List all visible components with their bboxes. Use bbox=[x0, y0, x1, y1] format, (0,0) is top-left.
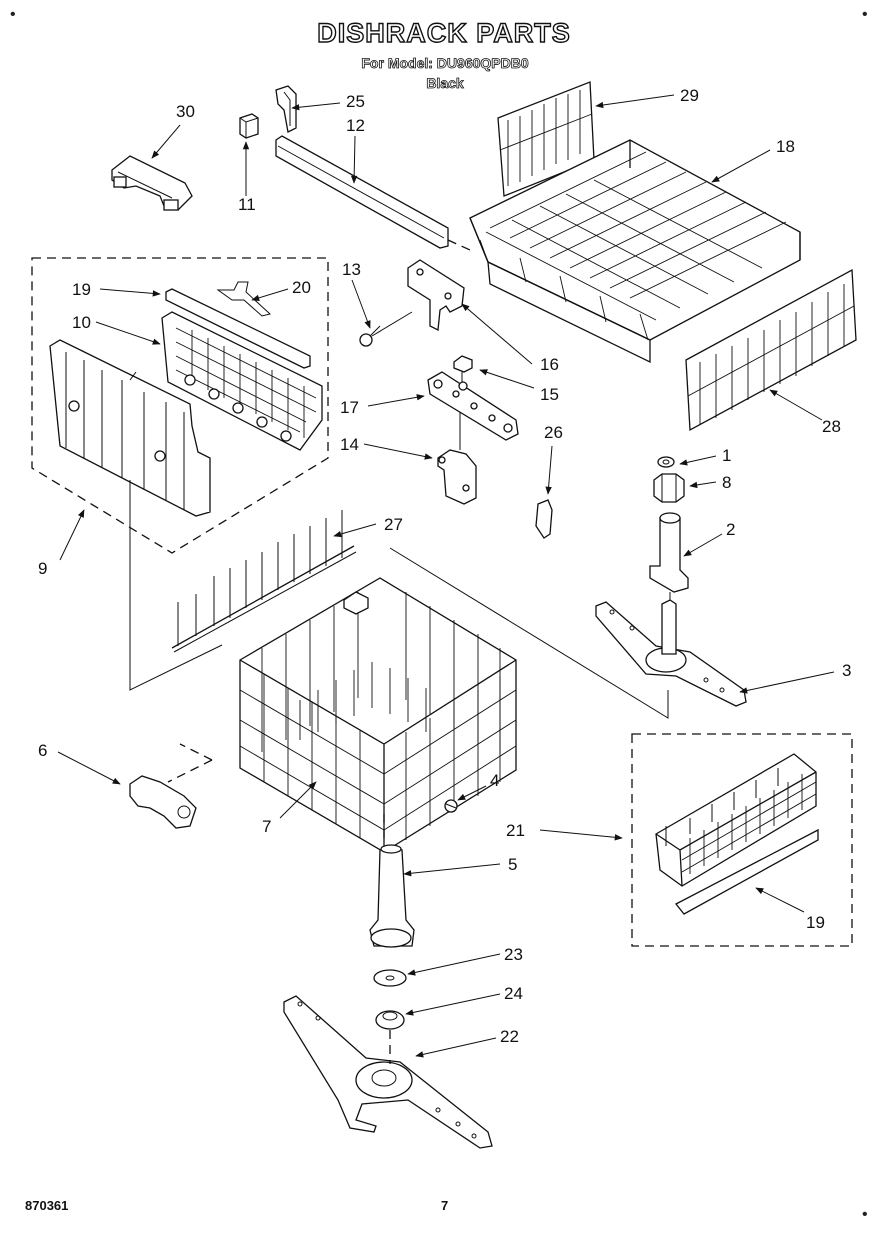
callout-6: 6 bbox=[38, 741, 47, 760]
corner-mark-top-left: • bbox=[10, 6, 16, 23]
callout-2: 2 bbox=[726, 520, 735, 539]
part-1-washer bbox=[657, 456, 675, 468]
callout-24: 24 bbox=[504, 984, 523, 1003]
document-number: 870361 bbox=[25, 1198, 69, 1213]
part-24-bearing bbox=[375, 1010, 405, 1030]
corner-mark-top-right: • bbox=[862, 6, 868, 23]
guide-line-9 bbox=[129, 480, 223, 691]
callout-27: 27 bbox=[384, 515, 403, 534]
part-19-strip-upper bbox=[165, 288, 311, 369]
part-27-tine-row bbox=[171, 510, 357, 653]
callout-16: 16 bbox=[540, 355, 559, 374]
callout-29: 29 bbox=[680, 86, 699, 105]
part-18-upper-rack bbox=[469, 139, 801, 364]
part-28-tines bbox=[685, 268, 857, 432]
part-10-grid-panel bbox=[161, 311, 323, 451]
part-26-clip bbox=[535, 499, 553, 539]
part-30-rack-stop bbox=[111, 155, 193, 211]
part-3-middle-spray-arm bbox=[595, 599, 747, 707]
callout-25: 25 bbox=[346, 92, 365, 111]
part-22-lower-spray-arm bbox=[283, 995, 493, 1149]
part-23-washer bbox=[373, 969, 407, 987]
callout-22: 22 bbox=[500, 1027, 519, 1046]
part-2-tube bbox=[649, 512, 689, 610]
callout-17: 17 bbox=[340, 398, 359, 417]
callout-15: 15 bbox=[540, 385, 559, 404]
part-19-strip-lower bbox=[674, 828, 819, 915]
part-8-nut bbox=[653, 473, 685, 503]
part-25-clip bbox=[275, 85, 297, 133]
part-13-screw bbox=[359, 311, 413, 347]
callout-28: 28 bbox=[822, 417, 841, 436]
page-title: DISHRACK PARTS bbox=[317, 17, 571, 48]
part-17-manifold bbox=[427, 371, 519, 441]
corner-mark-bottom-right: • bbox=[862, 1206, 868, 1223]
callout-20: 20 bbox=[292, 278, 311, 297]
group-box-21 bbox=[631, 733, 853, 947]
page-number: 7 bbox=[441, 1198, 449, 1213]
part-14-fitting bbox=[437, 412, 477, 505]
guide-line-6 bbox=[167, 743, 213, 783]
part-15-valve bbox=[453, 355, 473, 391]
callout-14: 14 bbox=[340, 435, 359, 454]
part-4-wheel bbox=[444, 799, 458, 813]
part-11-end-cap bbox=[239, 113, 259, 139]
callout-26: 26 bbox=[544, 423, 563, 442]
callout-7: 7 bbox=[262, 817, 271, 836]
callout-12: 12 bbox=[346, 116, 365, 135]
callout-11: 11 bbox=[238, 195, 256, 214]
color-line: Black bbox=[426, 75, 464, 92]
callout-19-lower: 19 bbox=[806, 913, 825, 932]
leader-lines bbox=[57, 94, 835, 1058]
callout-1: 1 bbox=[722, 446, 731, 465]
guide-line-3 bbox=[389, 547, 669, 719]
part-12-track bbox=[275, 135, 471, 251]
callout-9: 9 bbox=[38, 559, 47, 578]
callout-21: 21 bbox=[506, 821, 525, 840]
part-7-lower-rack bbox=[239, 577, 517, 853]
part-20-clip bbox=[216, 281, 272, 317]
callout-19-upper: 19 bbox=[72, 280, 91, 299]
callout-30: 30 bbox=[176, 102, 195, 121]
part-9-shield bbox=[49, 339, 211, 517]
callout-10: 10 bbox=[72, 313, 91, 332]
callout-4: 4 bbox=[490, 771, 499, 790]
callout-3: 3 bbox=[842, 661, 851, 680]
part-21-silverware-basket bbox=[655, 753, 817, 887]
part-6-wheel-assembly bbox=[129, 775, 197, 829]
group-box-9 bbox=[31, 257, 329, 554]
callout-23: 23 bbox=[504, 945, 523, 964]
callout-5: 5 bbox=[508, 855, 517, 874]
model-line: For Model: DU960QPDB0 bbox=[361, 55, 529, 72]
callout-8: 8 bbox=[722, 473, 731, 492]
callout-18: 18 bbox=[776, 137, 795, 156]
part-16-bracket bbox=[407, 259, 465, 332]
part-5-tube bbox=[369, 844, 415, 948]
callout-13: 13 bbox=[342, 260, 361, 279]
